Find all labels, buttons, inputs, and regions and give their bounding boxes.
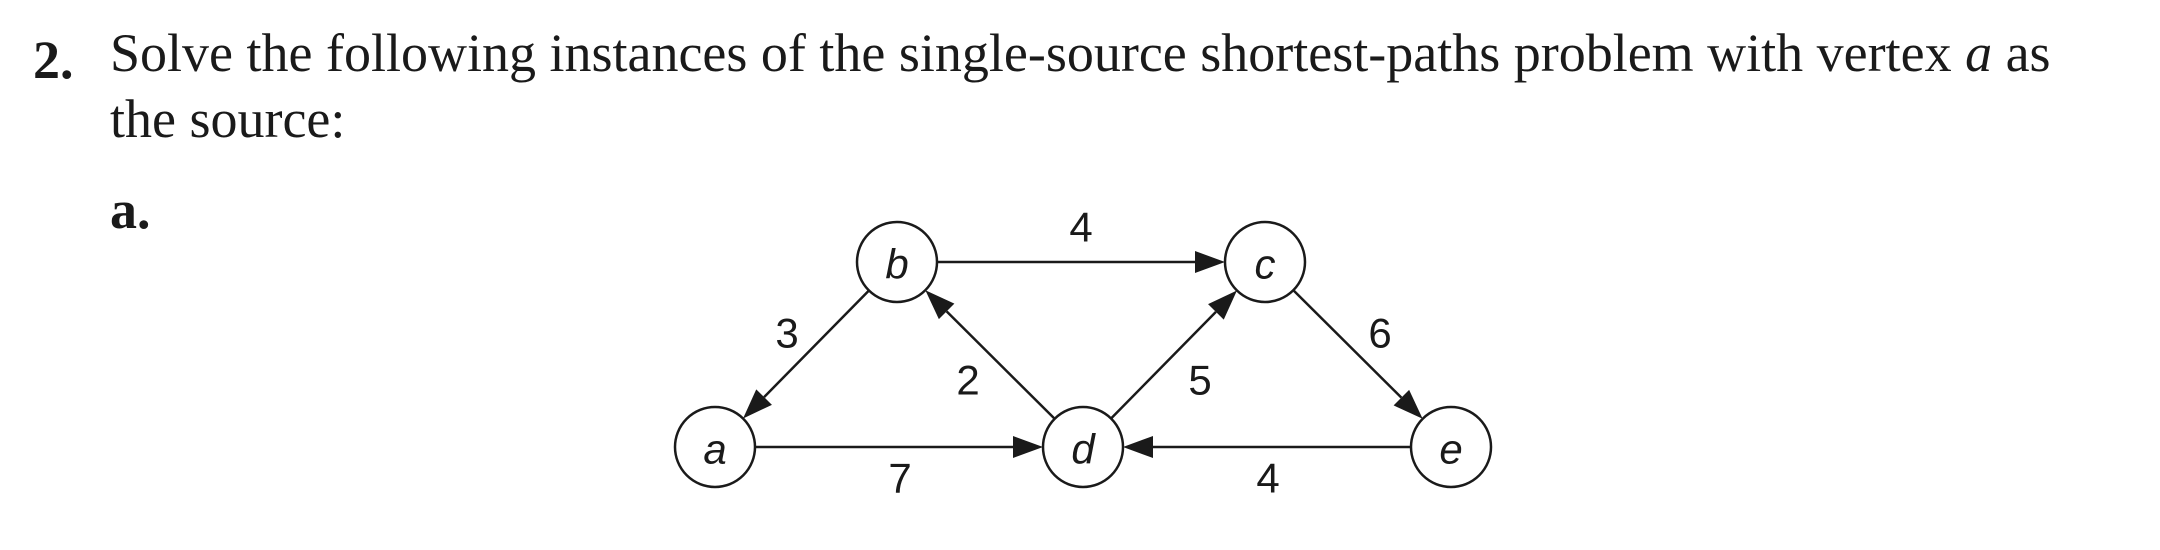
vertex-label-b: b [885,241,908,288]
edge-d-c [1110,311,1217,420]
arrowhead-c-e [1393,389,1423,419]
vertex-c: c [1223,220,1307,304]
problem-statement: Solve the following instances of the sin… [110,20,2060,152]
vertex-e: e [1409,405,1493,489]
problem-text-before: Solve the following instances of the sin… [110,23,1966,83]
vertex-circle-d [1041,405,1125,489]
problem-text-after: as the source: [110,23,2051,149]
edge-weight-e-d: 4 [1256,455,1279,502]
vertex-b: b [855,220,939,304]
vertex-d: d [1041,405,1125,489]
vertex-label-a: a [703,426,726,473]
subpart-label: a. [110,180,151,240]
arrowhead-a-d [1013,436,1043,458]
edge-weight-a-d: 7 [888,455,911,502]
graph-weights: 4 3 2 5 6 7 4 [775,204,1391,502]
vertex-circle-e [1409,405,1493,489]
arrowhead-e-d [1123,436,1153,458]
edge-weight-d-b: 2 [956,357,979,404]
source-vertex-variable: a [1965,23,1993,83]
arrowhead-d-b [925,290,955,320]
vertex-label-c: c [1255,241,1276,288]
edge-weight-c-e: 6 [1368,310,1391,357]
vertex-circle-c [1223,220,1307,304]
edge-weight-b-a: 3 [775,310,798,357]
arrowhead-b-a [743,389,772,419]
graph-edges [743,251,1423,458]
vertex-circle-a [673,405,757,489]
problem-number: 2. [33,30,74,90]
arrowhead-d-c [1208,290,1237,320]
edge-c-e [1292,289,1403,399]
vertex-label-d: d [1071,426,1096,473]
edge-weight-b-c: 4 [1069,204,1092,251]
vertex-label-e: e [1439,426,1462,473]
vertex-circle-b [855,220,939,304]
graph-nodes: a b c d e [673,220,1493,489]
edge-weight-d-c: 5 [1188,357,1211,404]
edge-b-a [763,289,870,398]
arrowhead-b-c [1195,251,1225,273]
edge-d-b [945,310,1056,420]
vertex-a: a [673,405,757,489]
